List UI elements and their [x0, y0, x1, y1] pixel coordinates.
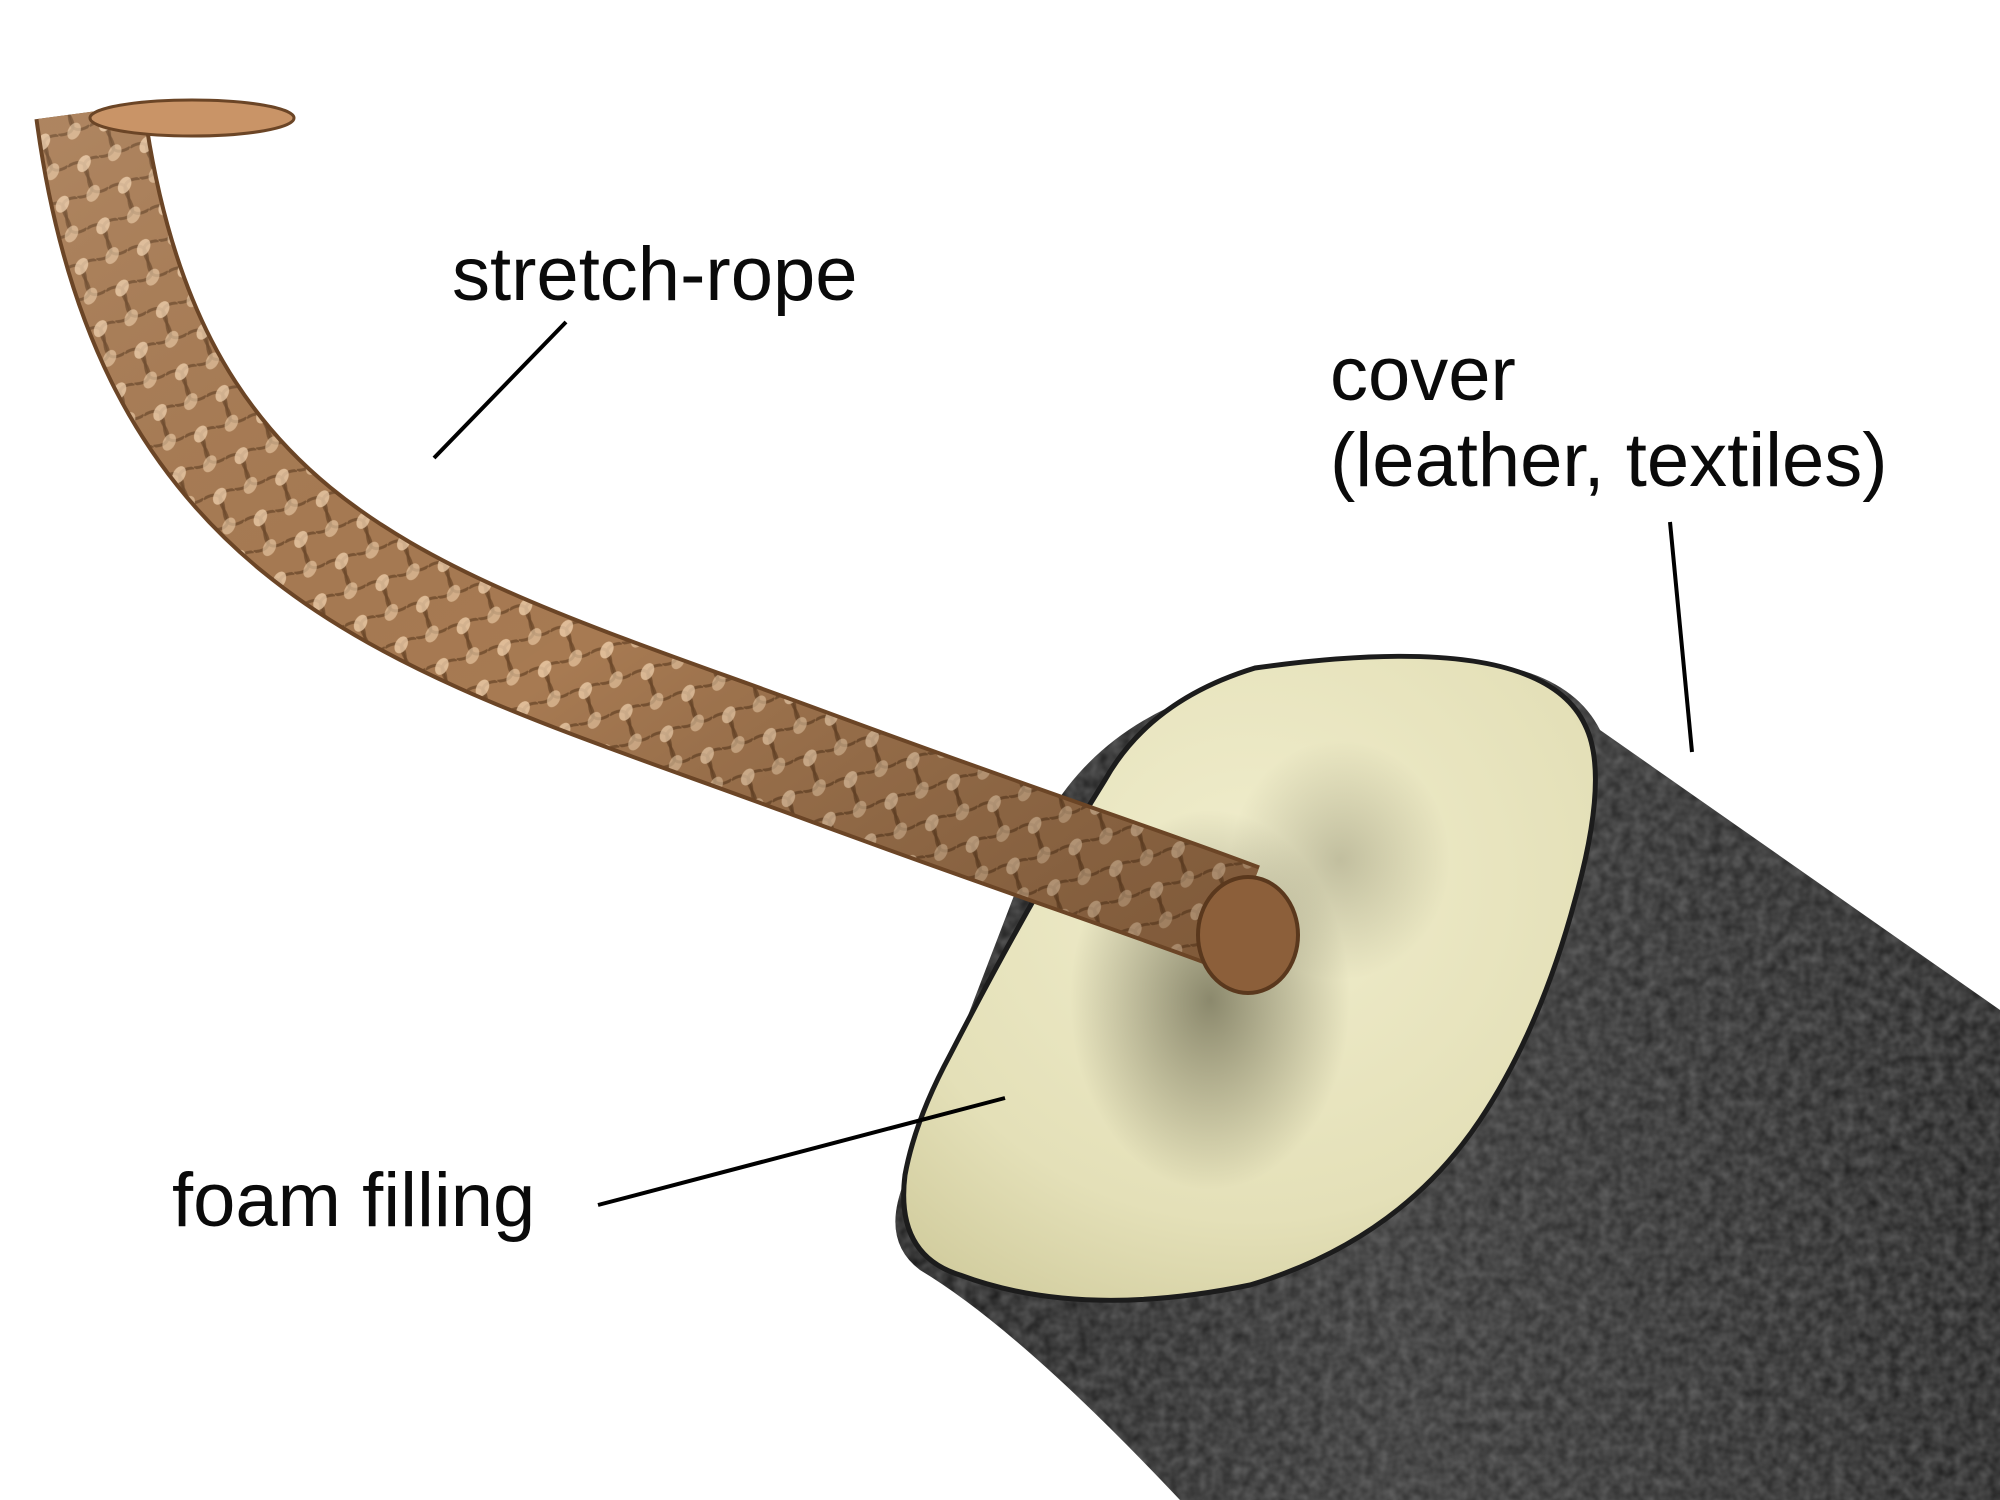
rope-entry-end: [1196, 875, 1300, 995]
leader-line-cover: [1668, 521, 1694, 753]
label-foam-filling: foam filling: [172, 1158, 536, 1243]
rope-top-end: [88, 98, 296, 138]
label-cover-line2: (leather, textiles): [1330, 418, 1888, 503]
label-stretch-rope: stretch-rope: [452, 232, 858, 317]
leader-lines: [432, 320, 1694, 1207]
label-cover: cover (leather, textiles): [1330, 332, 1888, 504]
stretch-rope: [34, 98, 1300, 995]
leader-line-stretch-rope: [432, 320, 568, 460]
leader-line-foam-filling: [597, 1096, 1006, 1207]
label-cover-line1: cover: [1330, 332, 1516, 417]
